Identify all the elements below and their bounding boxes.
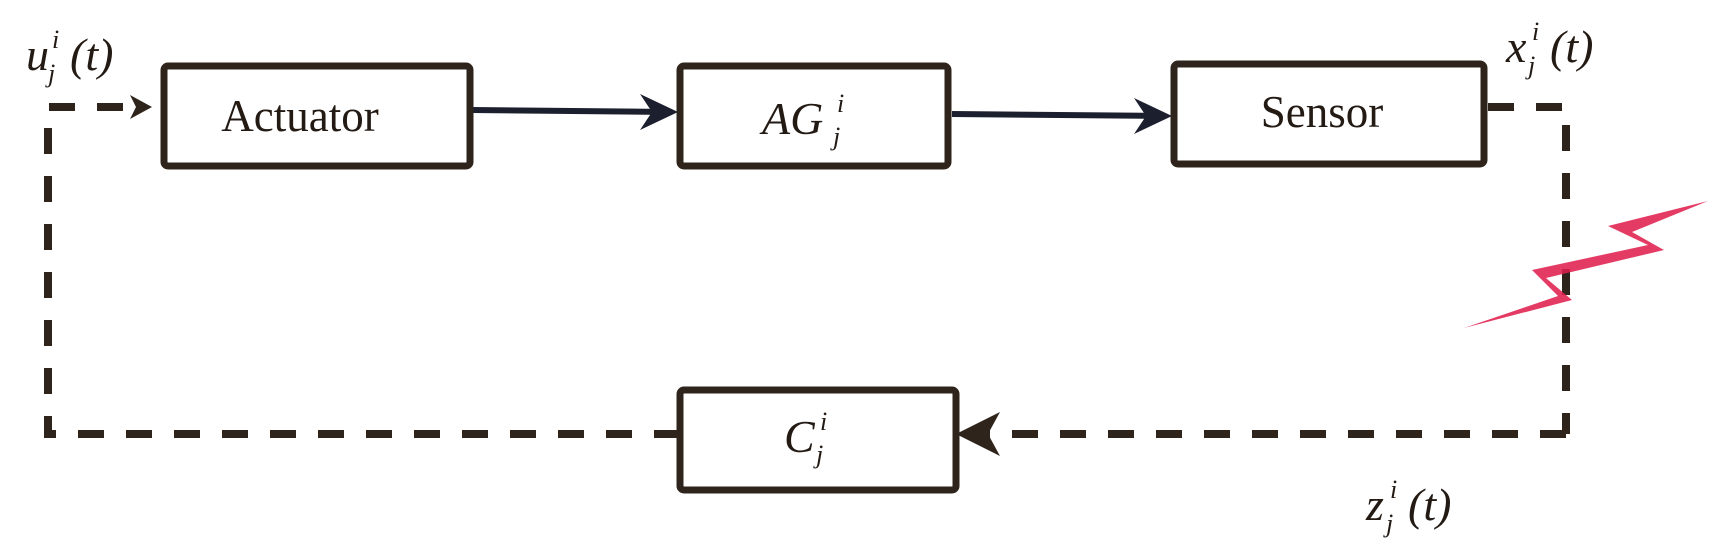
- controller-label: C i j: [784, 407, 827, 469]
- signal-z-arg: (t): [1408, 479, 1451, 530]
- sensor-block: [1170, 60, 1488, 168]
- signal-x-sub: j: [1525, 51, 1535, 80]
- actuator-block: [160, 62, 474, 170]
- controller-label-sub: j: [813, 440, 823, 469]
- signal-z-sup: i: [1390, 475, 1397, 504]
- signal-u-arg: (t): [70, 29, 113, 80]
- arrowhead-into-sensor: [1134, 98, 1172, 134]
- arrowhead-into-actuator: [130, 95, 152, 119]
- signal-x-sup: i: [1532, 17, 1539, 46]
- signal-z-base: z: [1365, 479, 1384, 530]
- feedback-loop: [44, 103, 1570, 438]
- signal-z-label: z i j (t): [1365, 475, 1451, 538]
- signal-x-label: x i j (t): [1505, 17, 1593, 80]
- agent-label-sup: i: [837, 89, 844, 118]
- signal-x-base: x: [1505, 21, 1527, 72]
- signal-u-sup: i: [52, 25, 59, 54]
- signal-x-arg: (t): [1550, 21, 1593, 72]
- arrow-actuator-to-agent: [471, 107, 673, 115]
- loop-sensor-out: [1488, 103, 1570, 434]
- controller-label-sup: i: [820, 407, 827, 436]
- signal-z-sub: j: [1383, 509, 1393, 538]
- controller-block: [676, 386, 960, 494]
- signal-u-label: u i j (t): [26, 25, 113, 88]
- arrowhead-into-agent: [640, 94, 678, 130]
- signal-u-base: u: [26, 29, 49, 80]
- actuator-label: Actuator: [221, 91, 378, 141]
- agent-block: [676, 62, 952, 170]
- agent-label-base: AG: [759, 93, 823, 144]
- controller-label-base: C: [784, 411, 816, 462]
- agent-label: AG i j: [759, 89, 844, 151]
- arrowhead-into-controller: [956, 412, 1000, 456]
- sensor-label: Sensor: [1261, 87, 1384, 137]
- agent-label-sub: j: [830, 122, 840, 151]
- lightning-bolt-icon: [1464, 201, 1708, 328]
- signal-u-sub: j: [45, 59, 55, 88]
- arrow-agent-to-sensor: [951, 111, 1165, 119]
